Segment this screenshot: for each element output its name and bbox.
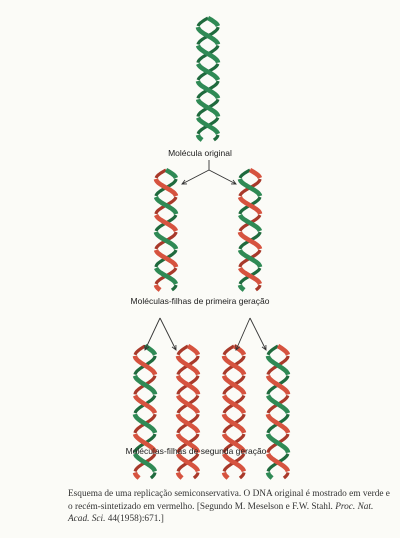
strand-new-front bbox=[221, 355, 247, 376]
arrow-icon bbox=[159, 317, 177, 351]
strand-new-front bbox=[276, 344, 291, 356]
strand-new-front bbox=[237, 231, 263, 250]
strand-original-front bbox=[265, 355, 291, 376]
strand-original-front bbox=[206, 15, 221, 27]
strand-new-back bbox=[133, 344, 146, 356]
strand-new-front bbox=[175, 433, 201, 454]
strand-new-back bbox=[282, 472, 290, 480]
helix-second-0 bbox=[132, 344, 158, 480]
strand-original-back bbox=[212, 134, 220, 142]
strand-new-front bbox=[132, 433, 158, 454]
strand-new-front bbox=[153, 249, 179, 268]
strand-original-front bbox=[196, 116, 221, 135]
strand-new-front bbox=[175, 413, 201, 434]
strand-new-front bbox=[175, 374, 201, 395]
strand-original-front bbox=[266, 394, 291, 414]
strand-original-front bbox=[237, 249, 263, 268]
helix-second-2 bbox=[221, 344, 247, 480]
strand-original-front bbox=[195, 134, 204, 142]
label-second-generation: Moléculas-filhas de segunda geração bbox=[125, 446, 267, 456]
strand-new-front bbox=[221, 374, 247, 395]
strand-new-back bbox=[176, 344, 189, 356]
strand-new-front bbox=[221, 413, 247, 434]
strand-original-front bbox=[164, 167, 179, 179]
arrow-icon bbox=[249, 317, 267, 351]
strand-new-front bbox=[222, 394, 247, 414]
strand-new-front bbox=[132, 471, 141, 480]
label-first-generation: Moléculas-filhas de primeira geração bbox=[130, 296, 270, 306]
strand-new-front bbox=[221, 471, 230, 480]
strand-original-front bbox=[195, 26, 221, 46]
strand-original-front bbox=[195, 80, 221, 99]
arrow-layer bbox=[144, 160, 267, 351]
helix-second-1 bbox=[175, 344, 201, 480]
arrow-icon bbox=[144, 317, 161, 351]
helix-first-0 bbox=[153, 167, 179, 292]
strand-new-front bbox=[238, 266, 263, 285]
strand-new-front bbox=[153, 178, 179, 197]
strand-new-front bbox=[133, 394, 158, 414]
strand-new-front bbox=[266, 452, 291, 473]
strand-original-front bbox=[237, 284, 246, 292]
strand-new-back bbox=[254, 284, 262, 292]
arrow-icon bbox=[181, 169, 210, 185]
strand-new-back bbox=[192, 472, 200, 480]
strand-new-front bbox=[248, 167, 263, 179]
strand-new-front bbox=[186, 344, 201, 356]
arrow-icon bbox=[208, 169, 237, 185]
strand-original-front bbox=[195, 98, 221, 118]
strand-original-front bbox=[153, 196, 179, 215]
strand-original-front bbox=[133, 452, 158, 473]
figure-caption: Esquema de uma replicação semiconservati… bbox=[68, 488, 390, 526]
strand-original-front bbox=[154, 266, 179, 285]
strand-new-front bbox=[153, 284, 162, 292]
strand-original-back bbox=[266, 344, 279, 356]
strand-original-front bbox=[265, 471, 274, 480]
strand-original-front bbox=[132, 374, 158, 395]
strand-new-front bbox=[154, 213, 179, 232]
strand-new-front bbox=[175, 471, 184, 480]
strand-new-front bbox=[237, 196, 263, 215]
strand-original-front bbox=[196, 62, 221, 81]
strand-original-front bbox=[143, 344, 158, 356]
strand-new-front bbox=[176, 394, 201, 414]
strand-new-front bbox=[265, 374, 291, 395]
strand-new-back bbox=[154, 168, 167, 179]
strand-new-front bbox=[222, 452, 247, 473]
strand-original-back bbox=[149, 472, 157, 480]
strand-new-front bbox=[132, 355, 158, 376]
strand-original-back bbox=[238, 168, 251, 179]
strand-new-front bbox=[221, 433, 247, 454]
strand-original-front bbox=[195, 44, 221, 64]
arrow-icon bbox=[235, 317, 251, 351]
strand-original-front bbox=[265, 433, 291, 454]
strand-new-back bbox=[222, 344, 235, 356]
strand-original-front bbox=[132, 413, 158, 434]
helix-first-1 bbox=[237, 167, 263, 292]
helix-layer bbox=[132, 15, 291, 480]
strand-new-front bbox=[175, 355, 201, 376]
strand-new-front bbox=[232, 344, 247, 356]
caption-citation: 44(1958):671.] bbox=[105, 514, 164, 524]
strand-original-front bbox=[237, 178, 263, 197]
strand-original-front bbox=[238, 213, 263, 232]
caption-journal: Proc. Nat. Acad. Sci. bbox=[68, 501, 374, 525]
helix-second-3 bbox=[265, 344, 291, 480]
helix-original-0 bbox=[195, 15, 221, 142]
caption-text: Esquema de uma replicação semiconservati… bbox=[68, 489, 390, 512]
strand-original-back bbox=[196, 16, 209, 27]
strand-new-back bbox=[238, 472, 246, 480]
strand-new-front bbox=[265, 413, 291, 434]
strand-new-front bbox=[176, 452, 201, 473]
strand-original-front bbox=[153, 231, 179, 250]
strand-original-back bbox=[170, 284, 178, 292]
label-original: Molécula original bbox=[168, 148, 232, 158]
